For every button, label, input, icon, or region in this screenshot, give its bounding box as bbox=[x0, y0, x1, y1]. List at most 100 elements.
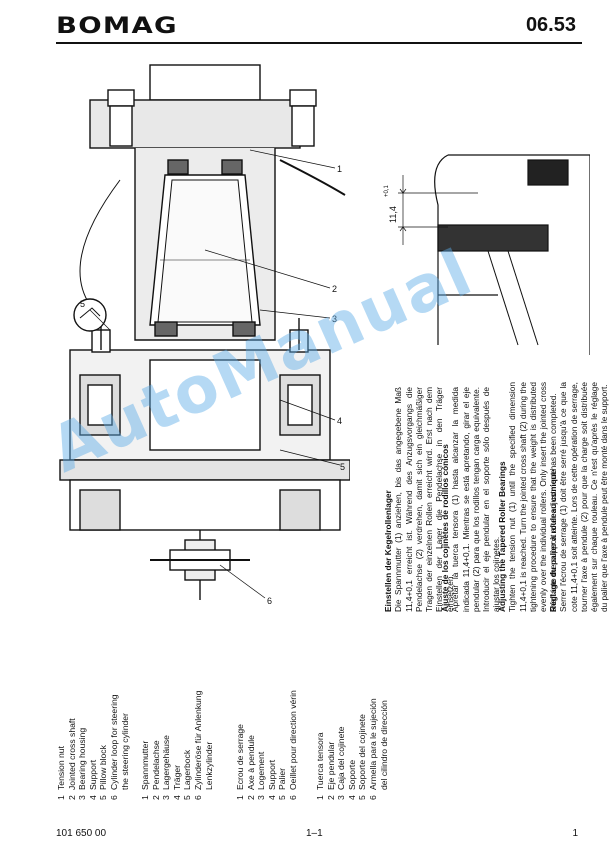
text-french-body: Serrer l'écrou de serrage (1) doit être … bbox=[558, 382, 610, 612]
legend-item: 4 Support bbox=[88, 694, 99, 800]
legend-item: 6 Cylinder loop for steering bbox=[109, 694, 120, 800]
legend-item-label: Support bbox=[266, 759, 277, 790]
callout-1: 1 bbox=[337, 164, 342, 174]
text-french: Réglage du palier à rouleau conique Serr… bbox=[548, 382, 610, 612]
text-spanish-title: Ajuste de los cojinetes de rodillos cóni… bbox=[440, 444, 450, 612]
legend-item: 6Oeillet pour direction vérin bbox=[288, 690, 299, 800]
legend-item-number: 2 bbox=[245, 795, 256, 800]
legend-item: 3 Lagergehäuse bbox=[161, 691, 172, 800]
page-code: 06.53 bbox=[525, 14, 576, 36]
legend-item-label: Support bbox=[87, 759, 98, 790]
legend-item: 4 Support bbox=[267, 690, 278, 800]
legend-item-label: Oeillet pour direction vérin bbox=[287, 690, 298, 790]
legend-item-number: 4 bbox=[87, 795, 98, 800]
legend-item: 6 Zylinderöse für Anlenkung bbox=[193, 691, 204, 800]
legend-item-label: the steering cylinder bbox=[119, 713, 130, 790]
page-number: 1 bbox=[572, 828, 578, 839]
detail-dimension: 11,4 bbox=[388, 206, 398, 223]
legend-item-label: Tuerca tensora bbox=[315, 732, 325, 790]
legend-item-label: Jointed cross shaft bbox=[66, 718, 77, 790]
legend-item-label: Eje pendular bbox=[325, 741, 336, 790]
legend-item: 3 Logement bbox=[256, 690, 267, 800]
legend-item-label: Pillow block bbox=[98, 745, 109, 790]
legend-item: 1 Tension nut bbox=[56, 694, 67, 800]
legend-item-label: Soporte bbox=[346, 759, 357, 790]
callout-4: 4 bbox=[337, 416, 342, 426]
legend-item-label: del cilindro de dirección bbox=[378, 700, 389, 790]
legend-item: 4 Soporte bbox=[347, 698, 358, 800]
legend-item: Lenkzylinder bbox=[204, 691, 215, 800]
legend-item-number: 5 bbox=[277, 795, 288, 800]
legend-item-label: Caja del cojinete bbox=[336, 726, 347, 790]
legend-item: 2Jointed cross shaft bbox=[67, 694, 78, 800]
legend-item-label: Lagergehäuse bbox=[161, 735, 172, 790]
legend-item-label: Bearing housing bbox=[77, 727, 88, 790]
callout-2: 2 bbox=[332, 284, 337, 294]
detail-tolerance: +0,1 bbox=[384, 184, 390, 197]
legend-item-number: 2 bbox=[325, 795, 336, 800]
bearing-assembly-drawing: 1 2 3 4 5 5 6 bbox=[59, 64, 350, 606]
legend-item-label: Cylinder loop for steering bbox=[108, 694, 119, 790]
legend-item-label: Tension nut bbox=[56, 746, 66, 790]
legend-item-number: 6 bbox=[192, 795, 203, 800]
legend-item-label: Träger bbox=[171, 765, 182, 790]
legend-item-label: Soporte del cojinete bbox=[357, 714, 368, 790]
callout-5-top: 5 bbox=[80, 299, 85, 309]
legend-item-number: 5 bbox=[182, 795, 193, 800]
callout-3: 3 bbox=[332, 314, 337, 324]
document-number: 101 650 00 bbox=[56, 828, 107, 839]
legend-item-number: 4 bbox=[266, 795, 277, 800]
legend-item-label: Pendelachse bbox=[150, 740, 161, 790]
legend-item-number: 1 bbox=[235, 795, 245, 800]
legend-item-number: 2 bbox=[150, 795, 161, 800]
legend-item-number: 3 bbox=[161, 795, 172, 800]
legend-item-number: 4 bbox=[171, 795, 182, 800]
text-french-title: Réglage du palier à rouleau conique bbox=[548, 469, 558, 612]
legend-item-number: 1 bbox=[140, 795, 150, 800]
legend-item: 2 Eje pendular bbox=[326, 698, 337, 800]
legend-item: 5 Soporte del cojinete bbox=[357, 698, 368, 800]
legend-item-number: 1 bbox=[56, 795, 66, 800]
legend-item-label: Palier bbox=[277, 768, 288, 790]
legend-item: 5 Pillow block bbox=[98, 694, 109, 800]
legend-item-number: 6 bbox=[367, 795, 378, 800]
legend-item-label: Armella para le sujeción bbox=[367, 698, 378, 790]
section-number: 1–1 bbox=[306, 828, 323, 839]
legend-item: the steering cylinder bbox=[120, 694, 131, 800]
legend-item: 1 Spannmutter bbox=[140, 691, 151, 800]
legend-item-label: Spannmutter bbox=[140, 740, 150, 790]
legend-item: 3 Bearing housing bbox=[77, 694, 88, 800]
legend-item-label: Lagerbock bbox=[182, 749, 193, 790]
legend-item-label: Logement bbox=[256, 751, 267, 790]
legend-item-number: 3 bbox=[256, 795, 267, 800]
legend-item: 2 Pendelachse bbox=[151, 691, 162, 800]
legend-item-number: 4 bbox=[346, 795, 357, 800]
legend-item: 5 Palier bbox=[277, 690, 288, 800]
legend-item: del cilindro de dirección bbox=[379, 698, 390, 800]
legend-item-number: 5 bbox=[357, 795, 368, 800]
legend-item-number: 3 bbox=[77, 795, 88, 800]
page-header: BOMAG 06.53 bbox=[0, 0, 612, 44]
callout-6: 6 bbox=[267, 596, 272, 606]
legend-item-number: 6 bbox=[108, 795, 119, 800]
callout-5-bottom: 5 bbox=[340, 462, 345, 472]
legend-item-number: 5 bbox=[98, 795, 109, 800]
legend-item-label: Axe à pendule bbox=[245, 735, 256, 790]
legend-item-number: 1 bbox=[315, 795, 325, 800]
legend-item-label: Lenkzylinder bbox=[203, 741, 214, 790]
legend-item: 5 Lagerbock bbox=[182, 691, 193, 800]
legend-item: 3Caja del cojinete bbox=[336, 698, 347, 800]
text-spanish-body: Apretar la tuerca tensora (1) hasta alca… bbox=[450, 387, 502, 612]
legend-item: 1 Tuerca tensora bbox=[315, 698, 326, 800]
legend-item: 6 Armella para le sujeción bbox=[368, 698, 379, 800]
legend-item-label: Zylinderöse für Anlenkung bbox=[192, 690, 203, 790]
legend-item: 1Ecrou de serrage bbox=[235, 690, 246, 800]
brand-logo: BOMAG bbox=[56, 14, 178, 39]
legend-item: 2 Axe à pendule bbox=[246, 690, 257, 800]
text-english-title: Adjusting the Tapered Roller Bearings bbox=[497, 461, 507, 612]
legend-item: 4 Träger bbox=[172, 691, 183, 800]
